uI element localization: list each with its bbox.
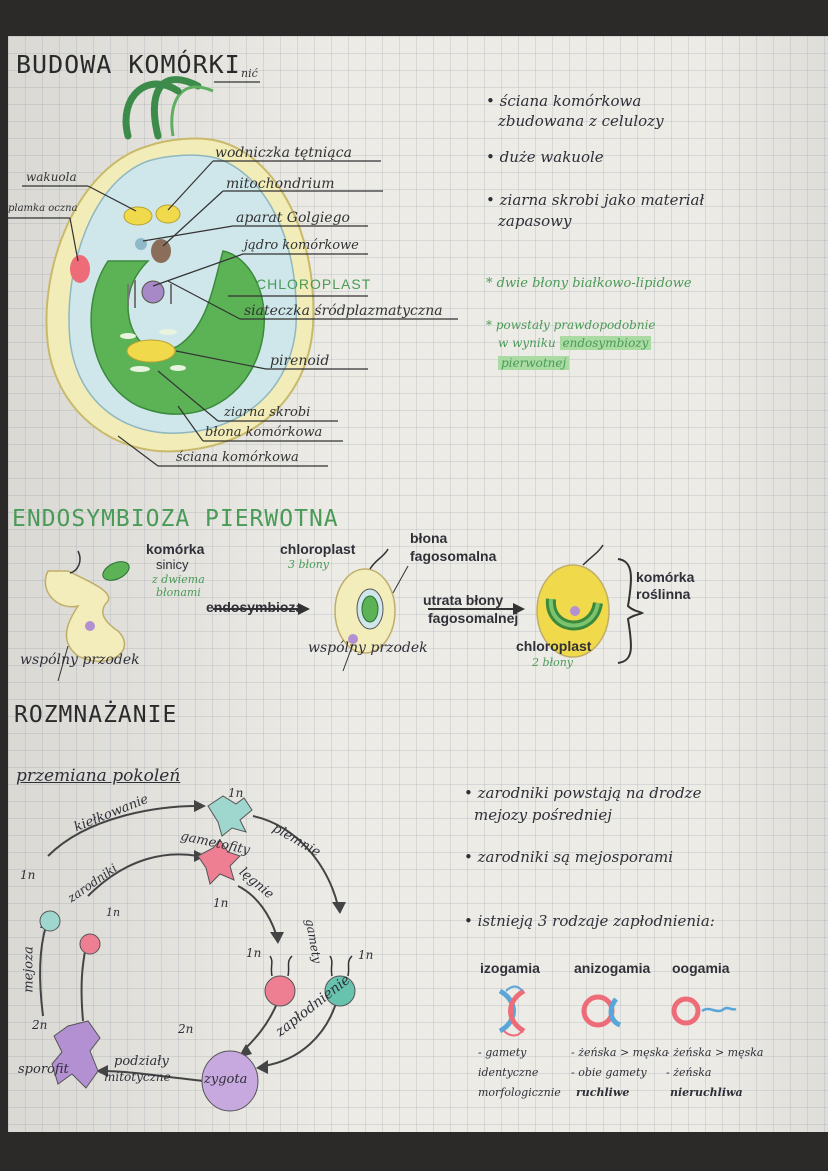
type-anizogamia: anizogamia: [574, 960, 651, 976]
oo-desc-b: - żeńska: [666, 1066, 712, 1079]
ploidy-6: 1n: [358, 948, 374, 962]
notebook-page: BUDOWA KOMÓRKI: [8, 36, 828, 1132]
endo-blona-b: fagosomalna: [410, 548, 497, 564]
repro-note-2: zarodniki są mejosporami: [464, 848, 673, 866]
endo-proces: endosymbioza: [206, 599, 304, 615]
note-5b: w wyniku endosymbiozy: [498, 336, 652, 350]
title-endosymbioza: ENDOSYMBIOZA PIERWOTNA: [12, 506, 339, 532]
cycle-podzialy-b: mitotyczne: [104, 1070, 171, 1084]
endosymbiosis-diagram: [44, 544, 645, 681]
endo-przodek-1: wspólny przodek: [20, 652, 140, 668]
note-3: ziarna skrobi jako materiał: [486, 191, 704, 209]
label-mitochondrium: mitochondrium: [226, 176, 335, 192]
label-jadro: jądro komórkowe: [244, 238, 359, 253]
oo-desc-c: nieruchliwa: [670, 1086, 743, 1099]
oo-desc-a: - żeńska > męska: [666, 1046, 764, 1059]
repro-note-1: zarodniki powstają na drodze: [464, 784, 701, 802]
endo-chloroplast-1: chloroplast: [280, 541, 356, 557]
endo-roslinna-a: komórka: [636, 569, 695, 585]
note-4: * dwie błony białkowo-lipidowe: [486, 276, 692, 291]
ploidy-5: 1n: [246, 946, 262, 960]
cycle-sporofit: sporofit: [18, 1062, 69, 1077]
endo-dwiema-a: z dwiema: [152, 573, 205, 586]
type-izogamia: izogamia: [480, 960, 540, 976]
endo-roslinna-b: roślinna: [636, 586, 691, 602]
endo-chloroplast-2: chloroplast: [516, 638, 592, 654]
label-pirenoid: pirenoid: [270, 353, 330, 369]
repro-note-3: istnieją 3 rodzaje zapłodnienia:: [464, 912, 715, 930]
endo-blona-a: błona: [410, 530, 448, 546]
endo-utrata-a: utrata błony: [423, 592, 504, 608]
endo-komorka: komórka: [146, 541, 205, 557]
label-plamka: plamka oczna: [8, 203, 78, 214]
ploidy-7: 2n: [32, 1018, 48, 1032]
an-desc-b: - obie gamety: [571, 1066, 647, 1079]
cycle-title: przemiana pokoleń: [16, 766, 181, 786]
label-wakuola: wakuola: [26, 170, 77, 184]
label-ziarna: ziarna skrobi: [224, 405, 311, 420]
label-sciana: ściana komórkowa: [176, 450, 299, 465]
note-3b: zapasowy: [498, 212, 572, 230]
endo-utrata-b: fagosomalnej: [428, 610, 519, 626]
ploidy-2: 1n: [20, 868, 36, 882]
note-5d: pierwotnej: [498, 356, 570, 370]
title-rozmnazanie: ROZMNAŻANIE: [14, 702, 178, 728]
iz-desc-b: identyczne: [478, 1066, 539, 1079]
an-desc-c: ruchliwe: [576, 1086, 630, 1099]
label-nic: nić: [241, 67, 258, 80]
note-2: duże wakuole: [486, 148, 604, 166]
cycle-zygota: zygota: [204, 1072, 248, 1087]
an-desc-a: - żeńska > męska: [571, 1046, 669, 1059]
label-siateczka: siateczka śródplazmatyczna: [244, 303, 443, 319]
iz-desc-c: morfologicznie: [478, 1086, 561, 1099]
repro-note-1b: mejozy pośredniej: [474, 806, 612, 824]
endo-sinicy: sinicy: [156, 557, 189, 572]
type-oogamia: oogamia: [672, 960, 730, 976]
note-5a: * powstały prawdopodobnie: [486, 318, 656, 332]
cell-diagram: [8, 76, 458, 467]
endo-przodek-2: wspólny przodek: [308, 640, 428, 656]
title-budowa: BUDOWA KOMÓRKI: [16, 50, 241, 79]
label-blona: błona komórkowa: [205, 425, 323, 440]
cycle-mejoza: mejoza: [21, 946, 37, 993]
endo-dwiema-b: błonami: [156, 586, 201, 599]
endo-blony-2: 2 błony: [532, 656, 574, 669]
life-cycle-diagram: [39, 795, 356, 1112]
note-1b: zbudowana z celulozy: [498, 112, 664, 130]
note-1: ściana komórkowa: [486, 92, 641, 110]
label-golgi: aparat Golgiego: [236, 210, 350, 226]
label-wodniczka: wodniczka tętniąca: [215, 145, 352, 161]
ploidy-4: 1n: [213, 896, 229, 910]
ploidy-1: 1n: [228, 786, 244, 800]
ploidy-3: 1n: [106, 906, 121, 919]
fertilization-types-diagram: [498, 985, 737, 1037]
iz-desc-a: - gamety: [478, 1046, 527, 1059]
label-chloroplast: CHLOROPLAST: [256, 276, 372, 292]
cycle-podzialy-a: podziały: [114, 1054, 169, 1069]
ploidy-8: 2n: [178, 1022, 194, 1036]
endo-blony-3: 3 błony: [288, 558, 330, 571]
